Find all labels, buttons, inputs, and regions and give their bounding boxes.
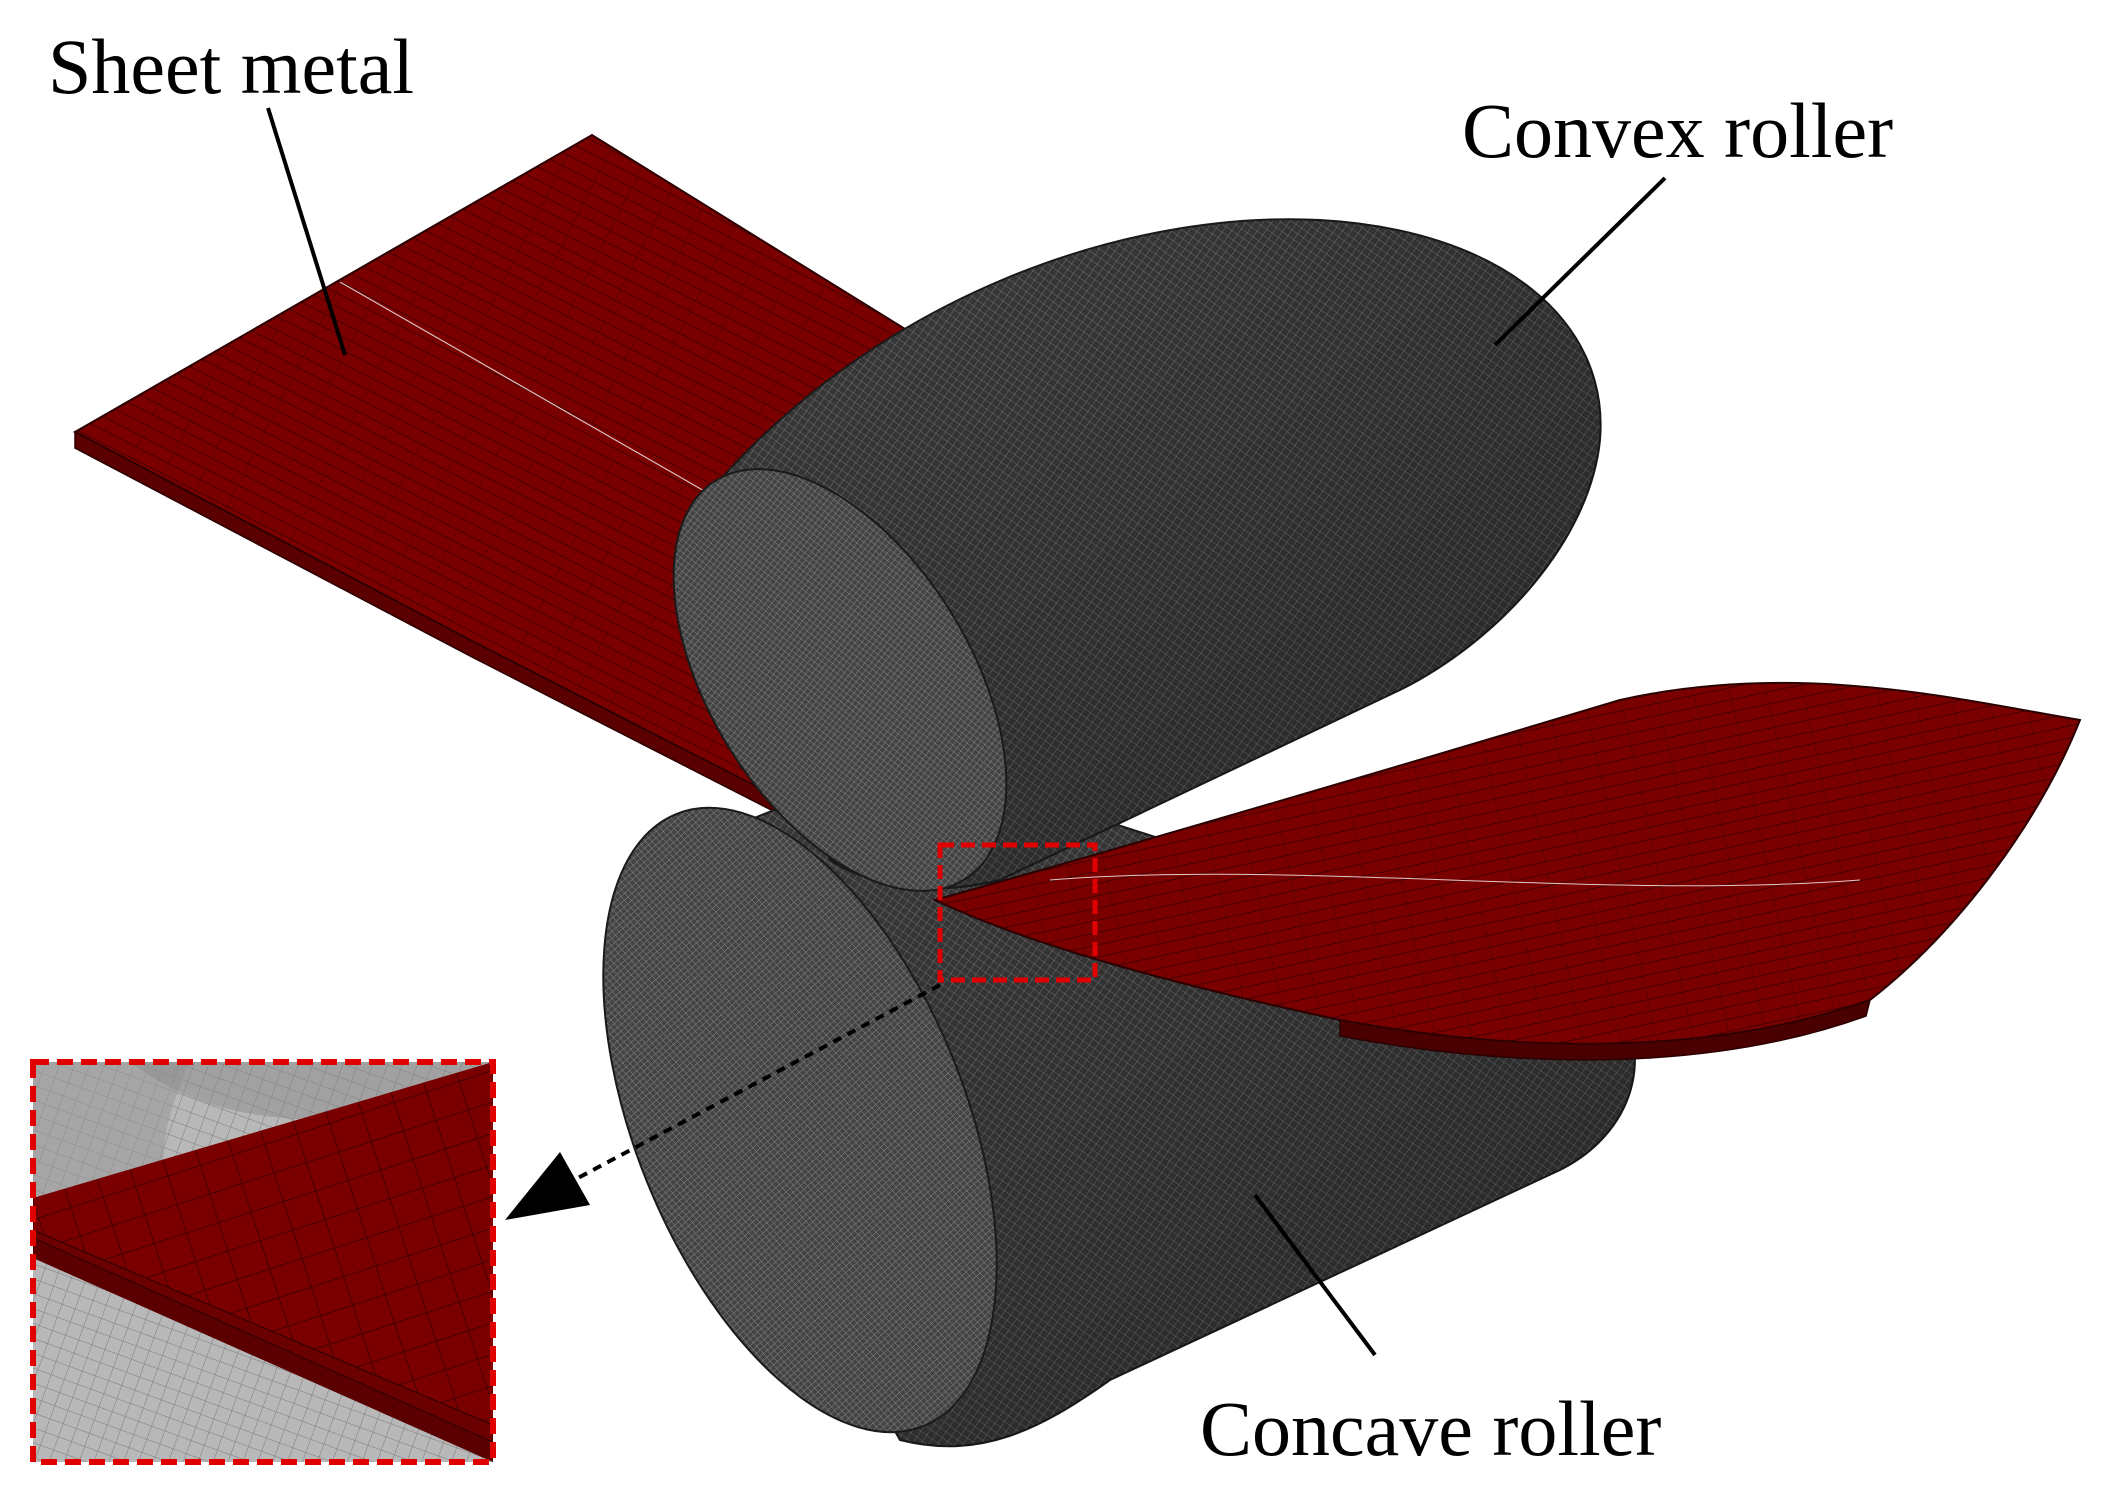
sheet-metal-leader bbox=[266, 107, 347, 356]
sheet-metal-label: Sheet metal bbox=[48, 23, 415, 110]
concave-roller-label: Concave roller bbox=[1200, 1385, 1662, 1472]
inset-zoom-panel bbox=[30, 1059, 496, 1465]
concave-roller-leader bbox=[1253, 1193, 1377, 1357]
dashed-arrow-icon bbox=[505, 983, 941, 1220]
sheet-metal-bent bbox=[932, 681, 2082, 1061]
convex-roller bbox=[672, 218, 1602, 892]
convex-roller-leader bbox=[1493, 176, 1667, 347]
convex-roller-label: Convex roller bbox=[1462, 87, 1894, 174]
detail-highlight-box bbox=[937, 842, 1098, 983]
